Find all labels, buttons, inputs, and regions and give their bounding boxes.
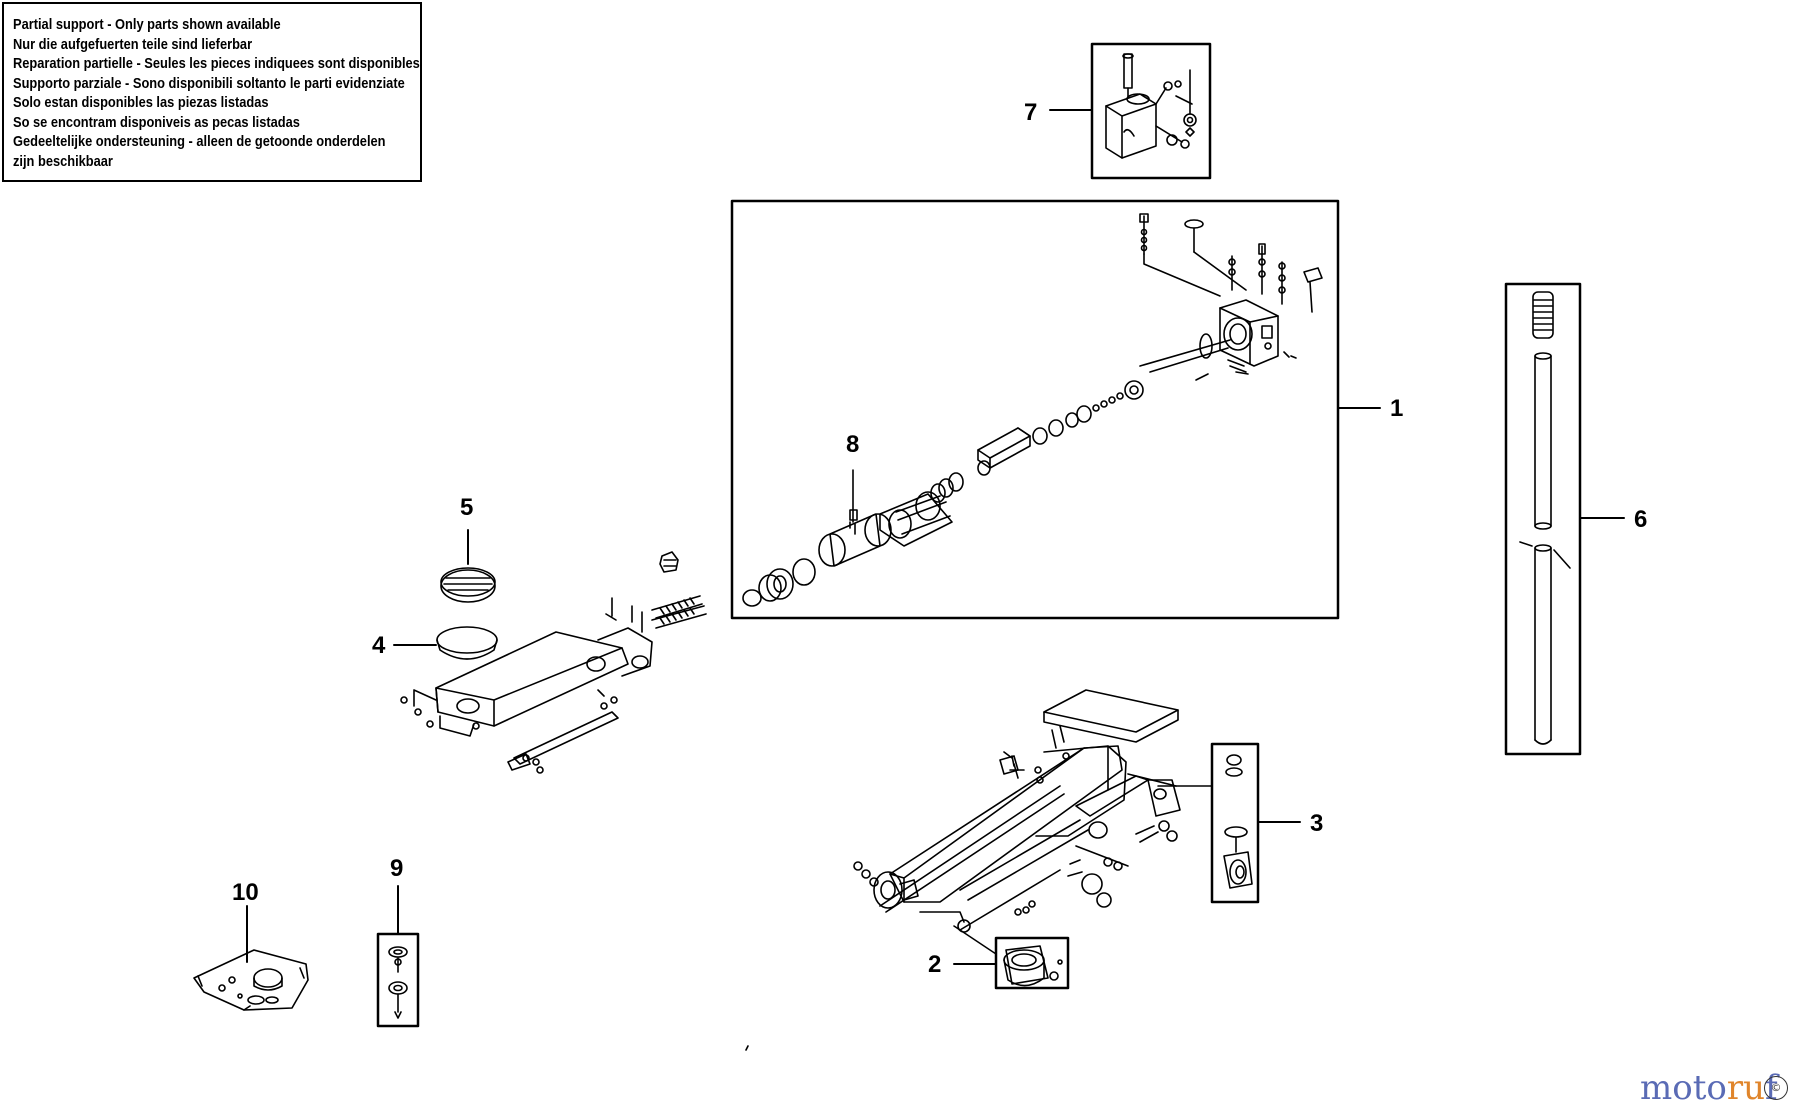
- part-4-saddle[interactable]: [436, 626, 498, 660]
- part-7-valve-block[interactable]: [1090, 42, 1212, 180]
- notice-line: Gedeeltelijke ondersteuning - alleen de …: [13, 134, 386, 150]
- brand-watermark: motoruf: [1640, 1068, 1778, 1108]
- notice-line: So se encontram disponiveis as pecas lis…: [13, 114, 300, 131]
- callout-2: 2: [928, 951, 941, 978]
- notice-line: Supporto parziale - Sono disponibili sol…: [13, 75, 405, 92]
- notice-line: Solo estan disponibles las piezas listad…: [13, 95, 269, 111]
- notice-line: Nur die aufgefuerten teile sind lieferba…: [13, 36, 253, 53]
- part-10-seal-kit[interactable]: [193, 949, 309, 1011]
- part-3-caster[interactable]: [1210, 742, 1260, 904]
- lift-arm-assembly: [400, 551, 707, 774]
- callout-9: 9: [390, 855, 403, 882]
- callout-4: 4: [372, 632, 386, 659]
- callout-6: 6: [1634, 506, 1647, 533]
- copyright-icon: ©: [1764, 1076, 1788, 1100]
- callout-1: 1: [1390, 395, 1403, 422]
- callout-3: 3: [1310, 810, 1323, 837]
- notice-line: Partial support - Only parts shown avail…: [13, 17, 281, 33]
- part-5-saddle-pad[interactable]: [440, 567, 496, 603]
- callout-5: 5: [460, 494, 473, 521]
- part-2-bushing[interactable]: [994, 936, 1070, 990]
- jack-frame: [853, 689, 1181, 933]
- notice-line: zijn beschikbaar: [13, 153, 113, 170]
- part-1-pump-assembly[interactable]: [730, 199, 1340, 620]
- part-6-handle[interactable]: [1504, 282, 1582, 756]
- callout-10: 10: [232, 879, 259, 906]
- callout-8: 8: [846, 431, 859, 458]
- partial-support-notice: Partial support - Only parts shown avail…: [2, 2, 422, 182]
- callout-7: 7: [1024, 99, 1037, 126]
- notice-line: Reparation partielle - Seules les pieces…: [13, 56, 420, 72]
- part-9-release-valve[interactable]: [376, 932, 420, 1028]
